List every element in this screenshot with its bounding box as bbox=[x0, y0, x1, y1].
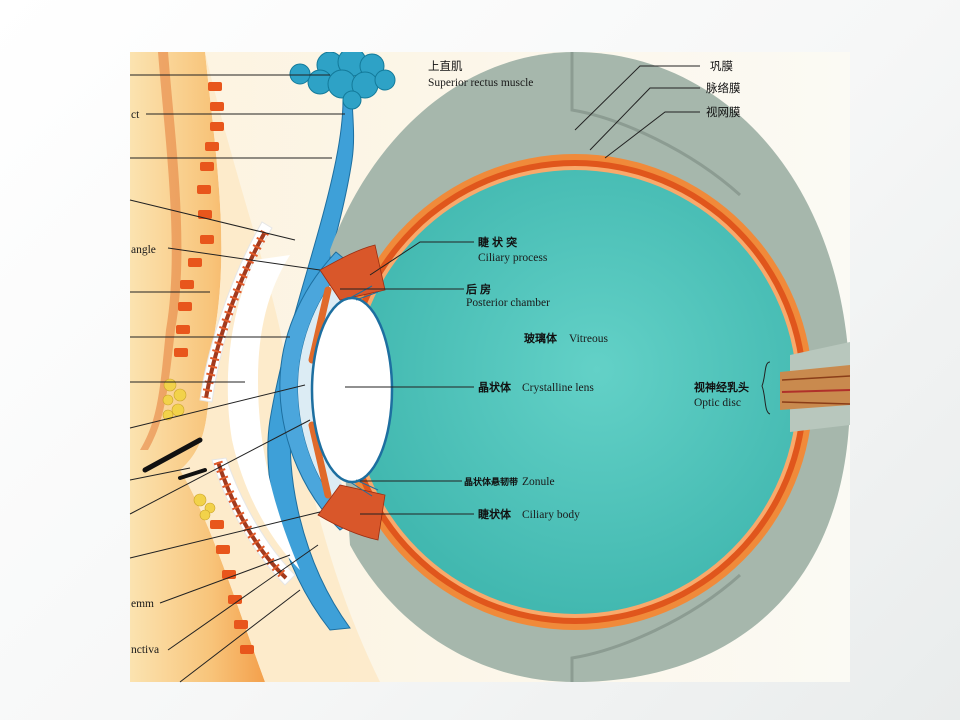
optic-nerve-line-2 bbox=[781, 389, 850, 393]
eyelash-upper bbox=[142, 437, 203, 473]
anterior-chamber bbox=[297, 262, 360, 522]
lid-skin bbox=[140, 52, 182, 450]
lower-tarsus-hairs bbox=[213, 460, 290, 582]
conjunctival-sac bbox=[227, 255, 300, 570]
eyelid-tissue bbox=[130, 52, 265, 682]
ciliary-process-upper bbox=[319, 244, 386, 301]
label-left-ct: ct bbox=[131, 109, 140, 121]
label-optic-disc-en: Optic disc bbox=[694, 397, 741, 409]
conjunctiva-blue-layer bbox=[267, 99, 355, 631]
label-optic-disc-cn: 视神经乳头 bbox=[694, 380, 749, 394]
label-vitreous-en: Vitreous bbox=[569, 333, 608, 345]
label-ciliary-process-en: Ciliary process bbox=[478, 252, 548, 264]
label-sclera: 巩膜 bbox=[710, 59, 733, 73]
zonule-fibers bbox=[349, 285, 379, 497]
label-lens-cn: 晶状体 bbox=[478, 380, 512, 394]
label-vitreous-cn: 玻璃体 bbox=[524, 331, 558, 345]
ciliary-body-lower bbox=[317, 484, 386, 541]
label-superior-rectus-en: Superior rectus muscle bbox=[428, 77, 533, 89]
label-posterior-chamber-en: Posterior chamber bbox=[466, 297, 550, 309]
lacrimal-gland bbox=[289, 52, 396, 110]
label-left-angle: angle bbox=[131, 244, 156, 256]
optic-nerve-line-3 bbox=[781, 401, 850, 405]
label-zonule-en: Zonule bbox=[522, 476, 555, 488]
label-ciliary-process-cn: 睫 状 突 bbox=[478, 235, 517, 249]
leader-lines bbox=[129, 65, 771, 683]
iris-upper bbox=[308, 286, 332, 364]
crystalline-lens bbox=[310, 296, 394, 484]
inferior-rectus-muscle bbox=[570, 573, 742, 682]
vitreous-body bbox=[353, 170, 797, 614]
iris-lower bbox=[308, 421, 332, 499]
eyelash-lower bbox=[178, 468, 207, 480]
optic-nerve-line-1 bbox=[781, 375, 850, 381]
orbital-fat bbox=[180, 52, 380, 682]
label-ciliary-body-cn: 睫状体 bbox=[478, 507, 512, 521]
upper-tarsus-hairs bbox=[201, 229, 269, 399]
optic-nerve-fibers bbox=[780, 365, 850, 410]
label-choroid: 脉络膜 bbox=[706, 81, 741, 95]
label-retina: 视网膜 bbox=[706, 105, 741, 119]
labels: 上直肌 Superior rectus muscle 巩膜 脉络膜 视网膜 睫 … bbox=[131, 59, 749, 656]
superior-rectus-muscle bbox=[570, 52, 742, 197]
label-ciliary-body-en: Ciliary body bbox=[522, 509, 580, 521]
label-left-nctiva: nctiva bbox=[131, 644, 159, 656]
label-posterior-chamber-cn: 后 房 bbox=[466, 282, 491, 296]
upper-tarsal-capsule bbox=[199, 221, 273, 403]
label-left-emm: emm bbox=[131, 598, 154, 610]
meibomian-glands bbox=[174, 82, 254, 654]
label-lens-en: Crystalline lens bbox=[522, 382, 594, 394]
label-superior-rectus-cn: 上直肌 bbox=[428, 59, 463, 73]
lower-tarsal-capsule bbox=[211, 457, 296, 586]
label-zonule-cn: 晶状体悬韧带 bbox=[464, 476, 518, 487]
